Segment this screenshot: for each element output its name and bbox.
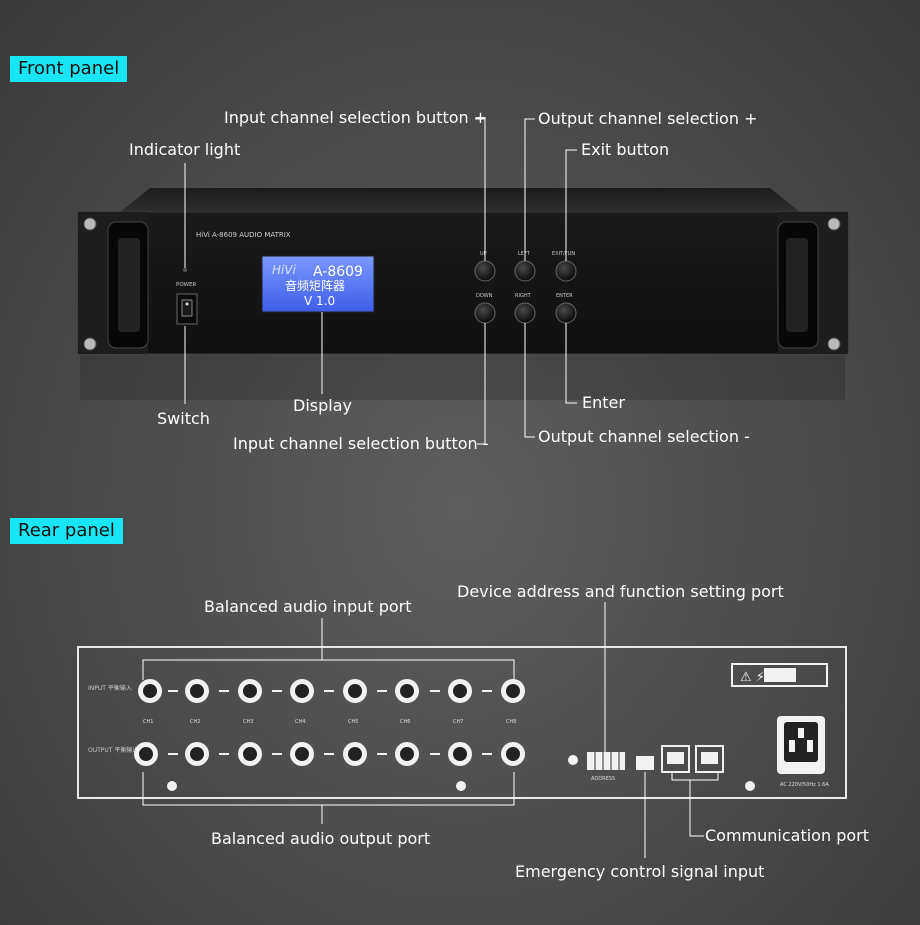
- xlr-output-4: [290, 742, 314, 766]
- callout-device-address: Device address and function setting port: [457, 582, 784, 601]
- warning-label: [731, 663, 828, 687]
- warning-icons: ⚠ ⚡: [740, 670, 765, 685]
- ch-label-1: CH1: [143, 719, 153, 725]
- xlr-input-1: [138, 679, 162, 703]
- screw-hole: [568, 755, 578, 765]
- callout-balanced-input: Balanced audio input port: [204, 597, 412, 616]
- ch-label-6: CH6: [400, 719, 410, 725]
- ch-label-7: CH7: [453, 719, 463, 725]
- btn-label-left: LEFT: [518, 251, 531, 257]
- emergency-port: [636, 756, 654, 770]
- callout-display: Display: [293, 396, 352, 415]
- xlr-output-5: [343, 742, 367, 766]
- channel-labels: CH1 CH2 CH3 CH4 CH5 CH6 CH7 CH8: [143, 719, 516, 725]
- xlr-input-5: [343, 679, 367, 703]
- xlr-output-8: [501, 742, 525, 766]
- rear-input-label: INPUT 平衡输入: [88, 684, 132, 692]
- ch-label-5: CH5: [348, 719, 358, 725]
- callout-input-minus: Input channel selection button -: [233, 434, 489, 453]
- power-label: POWER: [176, 282, 197, 288]
- xlr-input-7: [448, 679, 472, 703]
- lcd-line3: V 1.0: [304, 294, 335, 308]
- button-down[interactable]: [474, 302, 496, 324]
- rack-screw: [83, 217, 97, 231]
- rack-screw: [83, 337, 97, 351]
- handle-left-inner: [118, 238, 140, 332]
- xlr-input-8: [501, 679, 525, 703]
- ch-label-4: CH4: [295, 719, 305, 725]
- xlr-output-3: [238, 742, 262, 766]
- lcd-logo: HiVi: [272, 263, 297, 277]
- xlr-output-1: [134, 742, 158, 766]
- callout-output-minus: Output channel selection -: [538, 427, 750, 446]
- rear-panel-body: [77, 646, 847, 799]
- ch-label-2: CH2: [190, 719, 200, 725]
- button-enter[interactable]: [555, 302, 577, 324]
- lcd-line2: 音频矩阵器: [285, 278, 345, 293]
- button-left[interactable]: [514, 260, 536, 282]
- lcd-display: [261, 255, 375, 313]
- xlr-input-2: [185, 679, 209, 703]
- ch-label-3: CH3: [243, 719, 253, 725]
- callout-switch: Switch: [157, 409, 210, 428]
- rear-output-label: OUTPUT 平衡输出: [88, 746, 138, 754]
- screw-hole: [167, 781, 177, 791]
- xlr-output-2: [185, 742, 209, 766]
- screw-hole: [456, 781, 466, 791]
- callout-enter: Enter: [582, 393, 625, 412]
- screw-hole: [745, 781, 755, 791]
- callout-indicator: Indicator light: [129, 140, 241, 159]
- button-right[interactable]: [514, 302, 536, 324]
- callout-exit: Exit button: [581, 140, 670, 159]
- callout-output-plus: Output channel selection +: [538, 109, 758, 128]
- indicator-light: [183, 268, 187, 272]
- address-port: [587, 752, 625, 770]
- btn-label-right: RIGHT: [515, 293, 532, 299]
- device-reflection: [80, 355, 845, 400]
- brand-text: HiVi A-8609 AUDIO MATRIX: [196, 231, 291, 239]
- btn-label-down: DOWN: [476, 293, 493, 299]
- btn-label-enter: ENTER: [556, 293, 573, 299]
- xlr-output-6: [395, 742, 419, 766]
- input-ports: [138, 679, 525, 703]
- button-up[interactable]: [474, 260, 496, 282]
- button-exit[interactable]: [555, 260, 577, 282]
- address-label: ADDRESS: [591, 776, 615, 782]
- ch-label-8: CH8: [506, 719, 516, 725]
- front-panel-title: Front panel: [10, 56, 128, 82]
- rj45-port-1: [661, 745, 690, 773]
- xlr-output-7: [448, 742, 472, 766]
- front-callout-lines: [184, 118, 577, 445]
- rear-callout-brackets: [142, 602, 719, 858]
- handle-right-inner: [786, 238, 808, 332]
- callout-communication: Communication port: [705, 826, 869, 845]
- xlr-input-3: [238, 679, 262, 703]
- xlr-input-6: [395, 679, 419, 703]
- device-top: [120, 188, 800, 212]
- btn-label-exit: EXIT/FUN: [552, 251, 575, 257]
- lcd-line1: A-8609: [313, 264, 363, 280]
- rj45-port-2: [695, 745, 724, 773]
- rack-screw: [827, 217, 841, 231]
- rear-panel-title: Rear panel: [10, 518, 123, 544]
- callout-balanced-output: Balanced audio output port: [211, 829, 431, 848]
- btn-label-up: UP: [480, 251, 487, 257]
- power-spec: AC 220V/50Hz 1.6A: [780, 782, 829, 788]
- callout-emergency: Emergency control signal input: [515, 862, 765, 881]
- output-ports: [134, 742, 525, 766]
- callout-input-plus: Input channel selection button +: [224, 108, 488, 127]
- rack-screw: [827, 337, 841, 351]
- xlr-input-4: [290, 679, 314, 703]
